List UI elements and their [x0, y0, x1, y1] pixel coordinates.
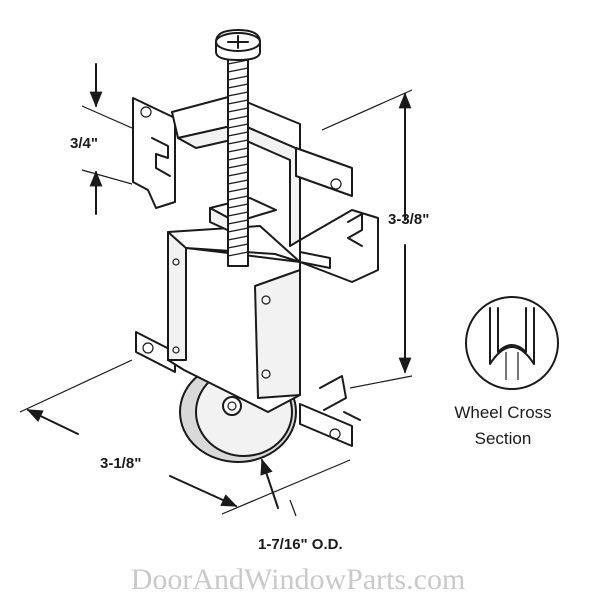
- wheel-cross-section: Wheel Cross Section: [454, 296, 559, 448]
- cross-section-circle: [465, 296, 559, 390]
- dimension-label-3-1-8: 3-1/8": [100, 455, 141, 472]
- adjustment-screw: [215, 29, 261, 267]
- dimension-slot-height: 3/4": [70, 63, 133, 215]
- dimension-overall-width: 3-1/8": [19, 359, 351, 515]
- dimension-label-1-7-16: 1-7/16" O.D.: [258, 536, 343, 553]
- wheel-housing: [167, 225, 301, 413]
- wheel-axle: [222, 396, 242, 416]
- cross-section-caption-line1: Wheel Cross: [454, 403, 551, 422]
- watermark-text: DoorAndWindowParts.com: [131, 563, 466, 596]
- dimension-wheel-diameter: 1-7/16" O.D.: [258, 458, 343, 553]
- bottom-bracket: [135, 331, 361, 447]
- dimension-label-3-3-8: 3-3/8": [388, 211, 429, 228]
- dimension-label-3-4: 3/4": [70, 135, 98, 152]
- dimension-overall-height: 3-3/8": [321, 89, 429, 389]
- cross-section-caption-line2: Section: [475, 429, 532, 448]
